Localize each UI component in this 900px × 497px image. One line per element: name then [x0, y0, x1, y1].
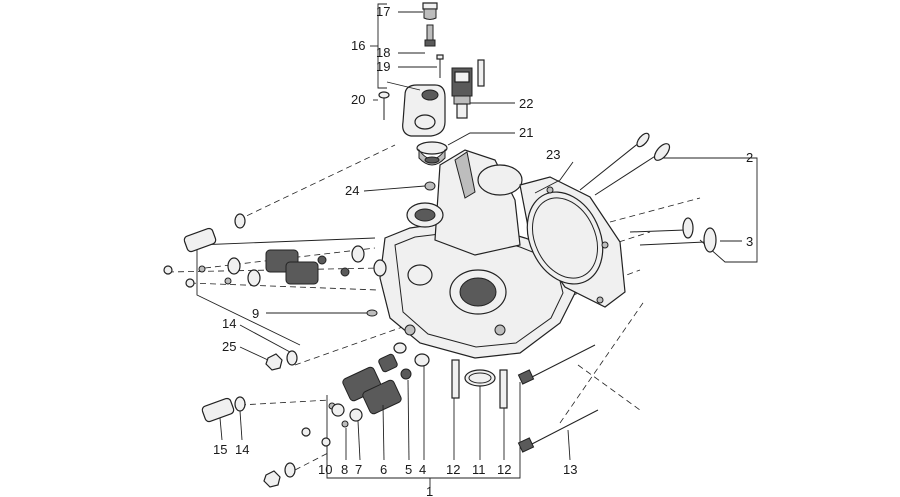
- leader-lines: [219, 11, 742, 461]
- callout-15: 15: [213, 442, 227, 457]
- callout-24: 24: [345, 183, 359, 198]
- callout-20: 20: [351, 92, 365, 107]
- callout-3: 3: [746, 234, 753, 249]
- head-gasket: [519, 176, 626, 308]
- thermostat-housing: [402, 84, 446, 137]
- callout-1: 1: [426, 484, 433, 497]
- stud-left: [451, 359, 460, 399]
- valve-lower-pair: [629, 217, 717, 253]
- callout-17: 17: [376, 4, 390, 19]
- callout-14-lower: 14: [235, 442, 249, 457]
- thermostat-cap: [422, 2, 438, 20]
- callout-10: 10: [318, 462, 332, 477]
- o-ring-large: [464, 369, 496, 387]
- callout-16: 16: [351, 38, 365, 53]
- callout-2: 2: [746, 150, 753, 165]
- callout-12-left: 12: [446, 462, 460, 477]
- long-bolt-lower: [517, 409, 599, 453]
- callout-18: 18: [376, 45, 390, 60]
- callout-25: 25: [222, 339, 236, 354]
- valve-upper-pair: [579, 132, 671, 196]
- housing-screw: [378, 91, 390, 120]
- valve-guide-seal: [366, 309, 378, 317]
- thermostat: [416, 141, 448, 166]
- callout-22: 22: [519, 96, 533, 111]
- callout-11: 11: [472, 462, 486, 477]
- callout-23: 23: [546, 147, 560, 162]
- small-screw: [436, 54, 444, 78]
- callout-4: 4: [419, 462, 426, 477]
- sleeve-upper: [183, 227, 217, 253]
- callout-6: 6: [380, 462, 387, 477]
- nut-lower: [263, 470, 281, 488]
- callout-14-upper: 14: [222, 316, 236, 331]
- callout-12-right: 12: [497, 462, 511, 477]
- callout-5: 5: [405, 462, 412, 477]
- sleeve-lower: [201, 397, 235, 423]
- callout-21: 21: [519, 125, 533, 140]
- lower-spring-group: [301, 342, 430, 447]
- cylinder-head: [379, 149, 576, 359]
- upper-spring-group: [163, 245, 387, 288]
- callout-13: 13: [563, 462, 577, 477]
- sensor-bolt: [477, 59, 485, 87]
- temperature-sensor: [451, 67, 473, 119]
- callout-labels: 17 16 18 19 20 22 21 23 2 24 3 9 14 25 1…: [213, 4, 753, 497]
- callout-9: 9: [252, 306, 259, 321]
- callout-7: 7: [355, 462, 362, 477]
- washer-upper: [234, 213, 246, 229]
- long-bolt-upper: [517, 344, 596, 385]
- bleed-screw: [424, 24, 436, 47]
- stud-right: [499, 369, 508, 409]
- washer-bottom: [284, 462, 296, 478]
- callout-8: 8: [341, 462, 348, 477]
- washer-lower: [234, 396, 246, 412]
- washer-mid: [286, 350, 298, 366]
- callout-19: 19: [376, 59, 390, 74]
- nut-upper: [265, 353, 283, 371]
- o-ring-small: [424, 181, 436, 191]
